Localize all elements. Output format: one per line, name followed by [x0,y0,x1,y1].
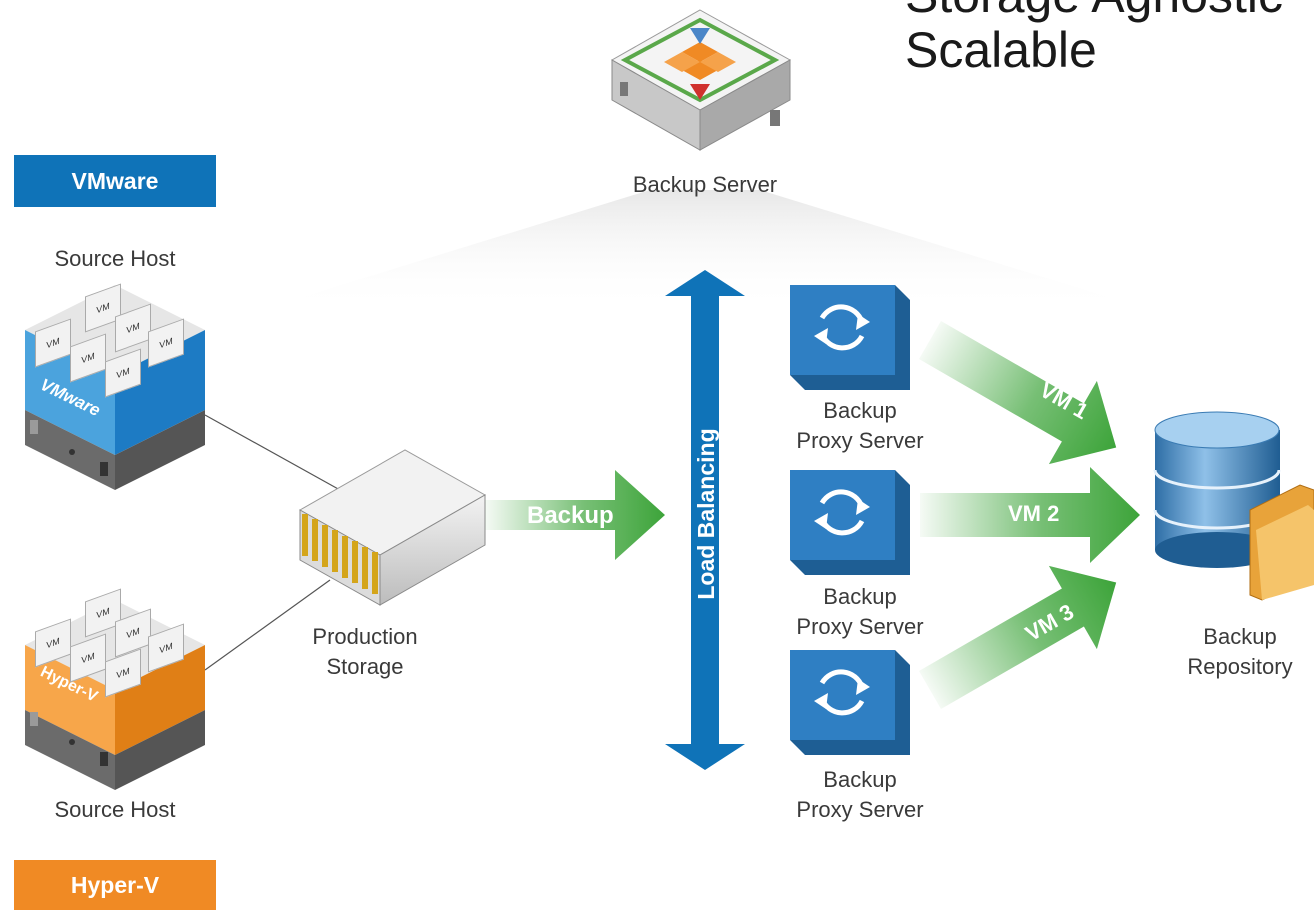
backup-repository-icon [1153,411,1314,601]
vmware-connection-line [204,414,341,491]
vm-box: VM [70,333,106,383]
server-fan-shading [260,190,1150,310]
hyperv-vm-stack: VM VM VM VM VM VM [30,588,210,715]
vm-box: VM [70,633,106,683]
hyperv-badge: Hyper-V [14,860,216,910]
flow-label-2: VM 2 [1008,501,1060,526]
hyperv-connection-line [204,579,331,671]
proxy-server-label-3-line-1: Backup [823,767,897,792]
backup-repository-label: Backup Repository [1170,622,1310,682]
heading: Storage Agnostic Scalable [905,0,1283,78]
proxy-server-icon-2 [790,470,910,575]
backup-repository-label-line-2: Repository [1187,654,1293,679]
proxy-server-label-2-line-1: Backup [823,584,897,609]
proxy-server-icon-3 [790,650,910,755]
heading-line-1: Storage Agnostic [905,0,1283,23]
backup-server-icon [610,9,792,151]
proxy-server-label-1: Backup Proxy Server [780,396,940,456]
proxy-server-label-1-line-1: Backup [823,398,897,423]
proxy-server-label-3-line-2: Proxy Server [796,797,924,822]
production-storage-label: Production Storage [290,622,440,682]
hyperv-source-host-label: Source Host [54,797,176,822]
backup-arrow-label: Backup [527,502,614,529]
vm-box: VM [105,348,141,398]
proxy-server-label-1-line-2: Proxy Server [796,428,924,453]
flow-arrow-1 [919,320,1117,465]
proxy-server-icon-1 [790,285,910,390]
backup-server-label: Backup Server [632,172,778,197]
vmware-badge: VMware [14,155,216,207]
production-storage-icon [298,449,487,606]
proxy-server-label-2: Backup Proxy Server [780,582,940,642]
flow-arrow-2 [920,467,1140,563]
production-storage-label-line-1: Production [312,624,418,649]
backup-repository-label-line-1: Backup [1203,624,1277,649]
vm-box: VM [35,618,71,668]
vm-box: VM [35,318,71,368]
proxy-server-label-2-line-2: Proxy Server [796,614,924,639]
backup-arrow [485,470,665,560]
production-storage-label-line-2: Storage [326,654,404,679]
load-balancing-label: Load Balancing [693,428,719,600]
vm-box: VM [148,623,184,673]
vm-box: VM [105,648,141,698]
load-balancing-arrow [665,270,745,770]
vm-box: VM [148,318,184,368]
vmware-source-host-label: Source Host [54,246,176,271]
proxy-server-label-3: Backup Proxy Server [780,765,940,825]
heading-line-2: Scalable [905,22,1097,78]
flow-arrow-3 [919,565,1117,710]
